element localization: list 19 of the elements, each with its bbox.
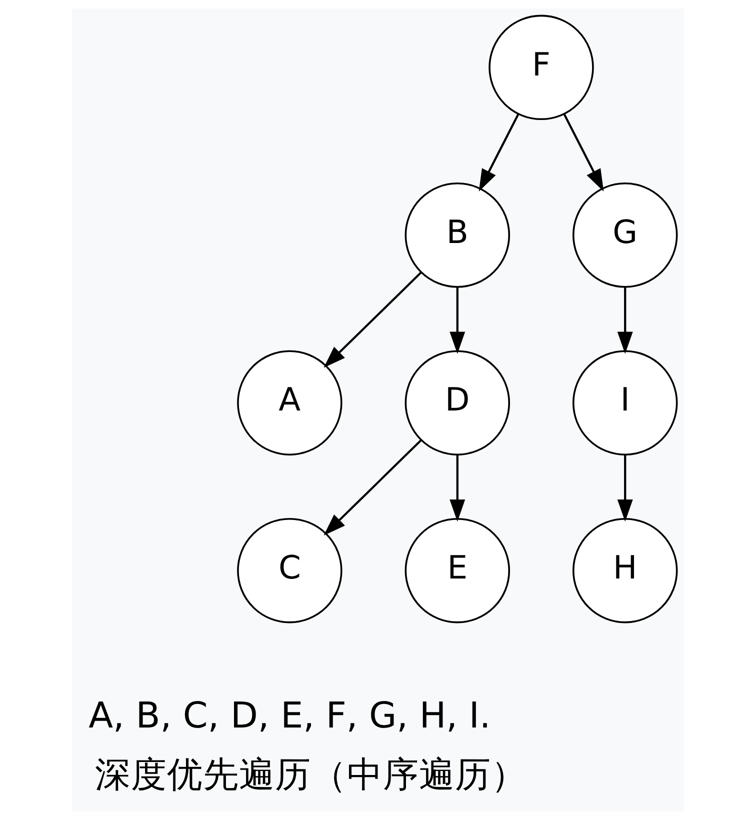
node-circle: B	[404, 182, 510, 288]
node-circle: D	[404, 350, 510, 456]
label: A, B, C, D, E, F, G, H, I.	[88, 696, 491, 737]
arrow	[450, 454, 466, 522]
arrow	[478, 114, 520, 192]
node-circle: A	[237, 350, 342, 456]
arrow	[617, 454, 633, 522]
arrow	[450, 287, 466, 354]
node-circle: I	[572, 350, 678, 456]
arrow	[324, 272, 422, 368]
node-circle: F	[488, 14, 594, 120]
node-circle: H	[572, 518, 678, 624]
node-circle: G	[572, 182, 678, 288]
arrow	[617, 287, 633, 354]
arrow	[563, 114, 604, 192]
caption: 深度优先遍历（中序遍历）	[95, 754, 528, 796]
node-circle: C	[237, 518, 342, 624]
node-circle: E	[404, 518, 510, 624]
arrow	[324, 440, 422, 536]
